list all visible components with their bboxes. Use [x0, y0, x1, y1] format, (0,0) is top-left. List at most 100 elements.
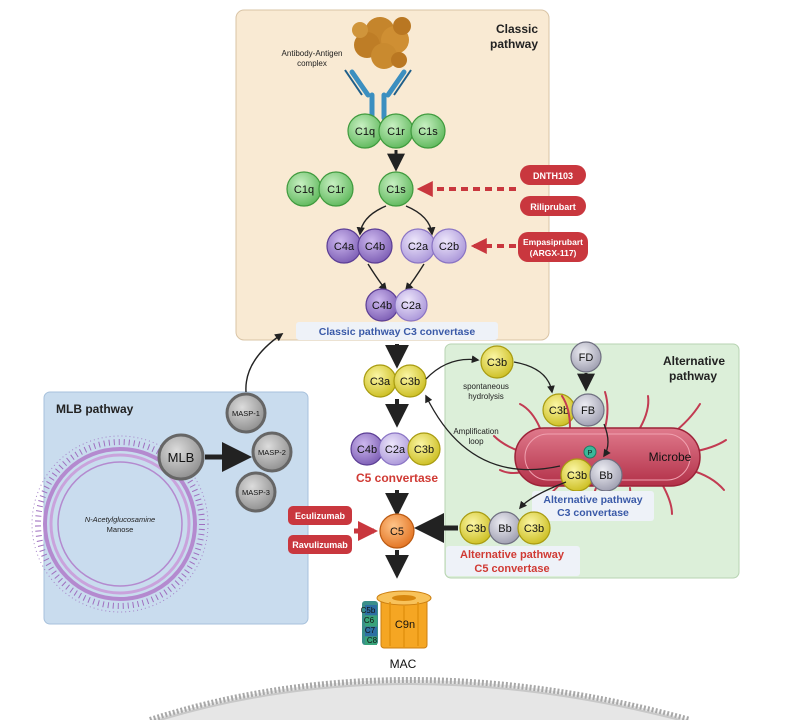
antibody-label-line1: Antibody-Antigen [282, 49, 343, 58]
arrow-c2a-merge [404, 263, 425, 292]
c5-label: C5 [390, 526, 404, 538]
dnth103-label: DNTH103 [533, 171, 573, 181]
c1r-free-label: C1r [327, 184, 345, 196]
eculizumab-badge [288, 506, 352, 525]
cell-membrane [149, 677, 691, 723]
c3b-spontaneous-node [480, 345, 514, 379]
alt-c5-c3b-left-label: C3b [466, 523, 486, 535]
mlb-node [157, 433, 205, 481]
c1s-active-label: C1s [386, 184, 406, 196]
spontaneous-label-line2: hydrolysis [468, 392, 504, 401]
alt-c5-convertase [459, 511, 551, 545]
classic-c3-convertase [365, 288, 428, 322]
c3-fragments [363, 364, 427, 398]
amplification-loop-arrow [425, 394, 561, 471]
microbe-label: Microbe [649, 450, 692, 464]
bb-label: Bb [599, 470, 612, 482]
c2a-c5conv-label: C2a [385, 444, 406, 456]
arrow-c3b-spontaneous [425, 355, 480, 380]
empasiprubart-label-line2: (ARGX-117) [530, 248, 577, 258]
classic-title-line2: pathway [490, 37, 538, 51]
c4b-c5conv-label: C4b [357, 444, 377, 456]
alt-c5-convertase-banner [446, 546, 580, 576]
antibody-outline [344, 69, 412, 96]
c5b-label: C5b [361, 606, 376, 615]
arrow-mlb-to-classic [245, 333, 284, 393]
arrow-to-alt-c5 [519, 481, 567, 510]
alt-c3b-label: C3b [567, 470, 587, 482]
masp1-label: MASP-1 [232, 409, 260, 418]
c3a-label: C3a [370, 376, 391, 388]
c1s-label: C1s [418, 126, 438, 138]
c4b-label: C4b [365, 241, 385, 253]
amplification-label-line1: Amplification [453, 427, 498, 436]
masp3-label: MASP-3 [242, 488, 270, 497]
empasiprubart-label-line1: Empasiprubart [523, 237, 583, 247]
c3b-c5conv-label: C3b [414, 444, 434, 456]
c3b-fb-c3b-label: C3b [549, 405, 569, 417]
c2a-conv-label: C2a [401, 300, 422, 312]
mlb-title: MLB pathway [56, 402, 134, 416]
riliprubart-badge [520, 196, 586, 216]
masp-cluster [225, 392, 293, 513]
arrow-c3b-to-fb [513, 361, 555, 394]
alt-c3-label-line2: C3 convertase [557, 507, 629, 519]
c1-split [286, 171, 414, 207]
eculizumab-label: Eculizumab [295, 511, 346, 521]
alt-c5-c3b-right-label: C3b [524, 523, 544, 535]
alternative-title-line2: pathway [669, 369, 717, 383]
properdin-label: P [588, 450, 593, 457]
fd-label: FD [579, 352, 594, 364]
c2-fragments [400, 228, 467, 264]
alt-c5-label-line2: C5 convertase [474, 563, 549, 575]
sugar-label-line2: Manose [107, 525, 134, 534]
empasiprubart-badge [518, 232, 588, 262]
classic-c5-convertase [350, 432, 441, 466]
alt-c5-label-line1: Alternative pathway [460, 549, 565, 561]
c7-label: C7 [365, 626, 376, 635]
sugar-label-line1: N-Acetylglucosamine [85, 515, 155, 524]
c5-convertase-label: C5 convertase [356, 471, 438, 485]
c1q-free-label: C1q [294, 184, 314, 196]
masp2-label: MASP-2 [258, 448, 286, 457]
arrow-c1s-to-c4 [356, 205, 387, 236]
fb-label: FB [581, 405, 595, 417]
classic-convertase-label: Classic pathway C3 convertase [319, 326, 476, 338]
c4b-conv-label: C4b [372, 300, 392, 312]
dnth103-badge [520, 165, 586, 185]
c9n-label: C9n [395, 619, 415, 631]
c3b-label: C3b [400, 376, 420, 388]
c6-label: C6 [364, 616, 375, 625]
arrow-c1s-to-c2 [405, 205, 436, 236]
arrow-fb-to-bb [603, 423, 611, 458]
spontaneous-label-line1: spontaneous [463, 382, 509, 391]
c2b-label: C2b [439, 241, 459, 253]
c2a-label: C2a [408, 241, 429, 253]
arrow-c4b-merge [367, 263, 388, 292]
c1q-label: C1q [355, 126, 375, 138]
antibody-icon [349, 69, 407, 121]
c3b-spontaneous-label: C3b [487, 357, 507, 369]
c3b-fb-complex [542, 393, 605, 427]
bacterium-surface [31, 435, 209, 613]
classic-convertase-banner [296, 322, 498, 340]
mlb-label: MLB [168, 450, 195, 465]
alt-c3-convertase-banner [532, 491, 654, 521]
antigen-blob [352, 17, 411, 69]
alt-c3-label-line1: Alternative pathway [543, 494, 642, 506]
mac-pore [362, 590, 432, 649]
amplification-label-line2: loop [468, 437, 484, 446]
alt-c5-bb-label: Bb [498, 523, 511, 535]
antibody-label-line2: complex [297, 59, 327, 68]
c8-label: C8 [367, 636, 378, 645]
ravulizumab-badge [288, 535, 352, 554]
ravulizumab-label: Ravulizumab [292, 540, 348, 550]
mac-label: MAC [390, 657, 417, 671]
c4-fragments [326, 228, 393, 264]
c4a-label: C4a [334, 241, 355, 253]
classic-title-line1: Classic [496, 22, 538, 36]
riliprubart-label: Riliprubart [530, 202, 576, 212]
alt-c3-convertase [560, 445, 623, 492]
c1-complex [347, 113, 446, 149]
